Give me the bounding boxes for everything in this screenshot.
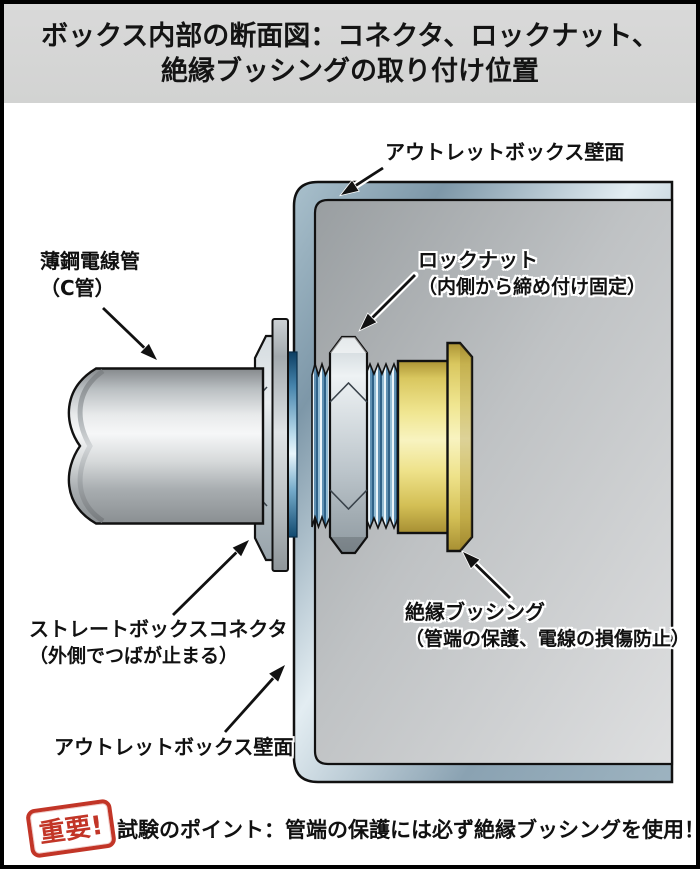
annotation-arrows — [99, 164, 514, 736]
footer-note: 重要! 試験のポイント：管端の保護には必ず絶縁ブッシングを使用！ — [4, 793, 700, 865]
diagram-canvas — [67, 164, 674, 784]
title-line-2: 絶縁ブッシングの取り付け位置 — [161, 55, 539, 87]
connector-thread-right — [365, 361, 399, 531]
label-bottom-wall: アウトレットボックス壁面 — [54, 735, 294, 759]
connector-flange-plate — [271, 318, 289, 572]
important-stamp: 重要! — [25, 798, 117, 859]
label-pipe: 薄鋼電線管 （C管） — [40, 249, 140, 300]
outlet-box-interior — [313, 198, 674, 766]
label-locknut: ロックナット （内側から締め付け固定） — [418, 248, 647, 298]
label-top-wall: アウトレットボックス壁面 — [385, 140, 625, 164]
conduit-pipe — [67, 367, 265, 525]
label-connector: ストレートボックスコネクタ （外側でつばが止まる） — [29, 617, 288, 667]
connector-thread-left — [311, 361, 331, 530]
title-line-1: ボックス内部の断面図：コネクタ、ロックナット、 — [41, 20, 659, 52]
cross-section-diagram: アウトレットボックス壁面 ロックナット （内側から締め付け固定） 薄鋼電線管 （… — [4, 103, 696, 793]
label-bushing: 絶縁ブッシング （管端の保護、電線の損傷防止） — [405, 600, 691, 650]
title-bar: ボックス内部の断面図：コネクタ、ロックナット、 絶縁ブッシングの取り付け位置 — [4, 4, 696, 103]
locknut — [328, 335, 369, 555]
insulating-bushing — [396, 341, 474, 553]
exam-point-text: 試験のポイント：管端の保護には必ず絶縁ブッシングを使用！ — [117, 818, 700, 842]
